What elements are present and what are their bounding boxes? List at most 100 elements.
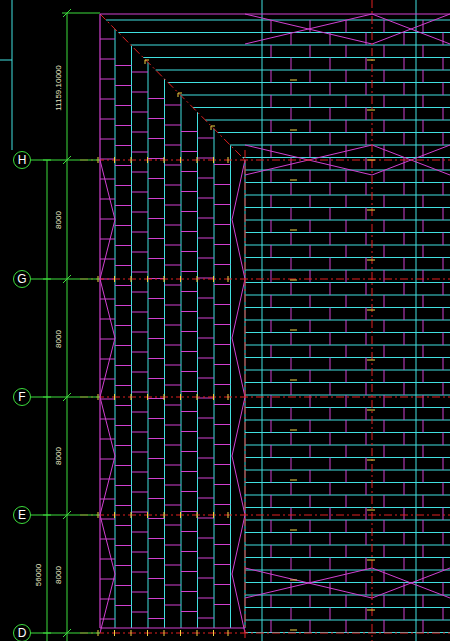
stroke [346, 595, 347, 608]
stroke [310, 245, 311, 258]
stroke [165, 385, 182, 386]
stroke [165, 345, 182, 346]
stroke [423, 570, 424, 583]
stroke [291, 433, 292, 446]
stroke [443, 33, 444, 46]
stroke [100, 399, 115, 400]
stroke [443, 233, 444, 246]
stroke [147, 157, 148, 163]
stroke [310, 70, 311, 83]
stroke [330, 558, 331, 571]
stroke [181, 271, 198, 272]
stroke [115, 225, 132, 226]
stroke [271, 220, 272, 233]
stroke [346, 45, 347, 58]
stroke [310, 545, 311, 558]
stroke [181, 571, 198, 572]
stroke [271, 270, 272, 283]
stroke [384, 245, 385, 258]
stroke [178, 93, 179, 97]
stroke [100, 338, 115, 397]
stroke [147, 394, 148, 400]
stroke [165, 525, 182, 526]
stroke [384, 420, 385, 433]
stroke [115, 445, 132, 446]
stroke [290, 130, 297, 131]
stroke [245, 620, 450, 621]
stroke [132, 272, 149, 273]
stroke [214, 224, 231, 225]
stroke [197, 112, 198, 628]
stroke [232, 160, 245, 220]
stroke [366, 183, 367, 196]
stroke [367, 560, 375, 561]
stroke [443, 533, 444, 546]
stroke [132, 212, 149, 213]
stroke [384, 220, 385, 233]
stroke [198, 278, 215, 279]
stroke [213, 630, 214, 636]
stroke [100, 79, 115, 80]
stroke [100, 479, 115, 480]
stroke [245, 182, 450, 183]
axis-bubble: G [13, 270, 31, 288]
stroke [271, 445, 272, 458]
stroke [115, 345, 132, 346]
stroke [164, 394, 165, 400]
stroke [271, 570, 272, 583]
dimension-text: 56000 [34, 563, 43, 587]
stroke [330, 383, 331, 396]
stroke [245, 557, 450, 558]
stroke [197, 394, 198, 400]
stroke [291, 58, 292, 71]
stroke [100, 619, 115, 620]
stroke [198, 258, 215, 259]
stroke [132, 92, 149, 93]
stroke [132, 432, 149, 433]
stroke [271, 195, 272, 208]
stroke [290, 430, 297, 431]
stroke [164, 630, 165, 636]
stroke [214, 364, 231, 365]
stroke [291, 108, 292, 121]
stroke [132, 532, 149, 533]
stroke [366, 108, 367, 121]
stroke [366, 133, 367, 146]
stroke [198, 538, 215, 539]
stroke [181, 371, 198, 372]
stroke [271, 545, 272, 558]
stroke [245, 207, 450, 208]
stroke [31, 160, 100, 161]
stroke [366, 208, 367, 221]
stroke [271, 245, 272, 258]
stroke [164, 512, 165, 518]
stroke [366, 58, 367, 71]
stroke [310, 595, 311, 608]
stroke [115, 85, 132, 86]
stroke [198, 238, 215, 239]
stroke [423, 470, 424, 483]
stroke [372, 14, 450, 44]
stroke [384, 70, 385, 83]
stroke [198, 198, 215, 199]
stroke [291, 483, 292, 496]
stroke [416, 0, 417, 641]
stroke [291, 33, 292, 46]
stroke [132, 492, 149, 493]
stroke [366, 83, 367, 96]
stroke [346, 345, 347, 358]
stroke [404, 383, 405, 396]
stroke [115, 305, 132, 306]
stroke [198, 138, 215, 139]
stroke [100, 299, 115, 300]
stroke [181, 171, 198, 172]
stroke [132, 612, 149, 613]
stroke [372, 14, 450, 44]
stroke [384, 270, 385, 283]
stroke [148, 238, 165, 239]
stroke [245, 282, 450, 283]
stroke [366, 508, 367, 521]
stroke [63, 511, 71, 519]
stroke [232, 279, 245, 338]
stroke [198, 218, 215, 219]
